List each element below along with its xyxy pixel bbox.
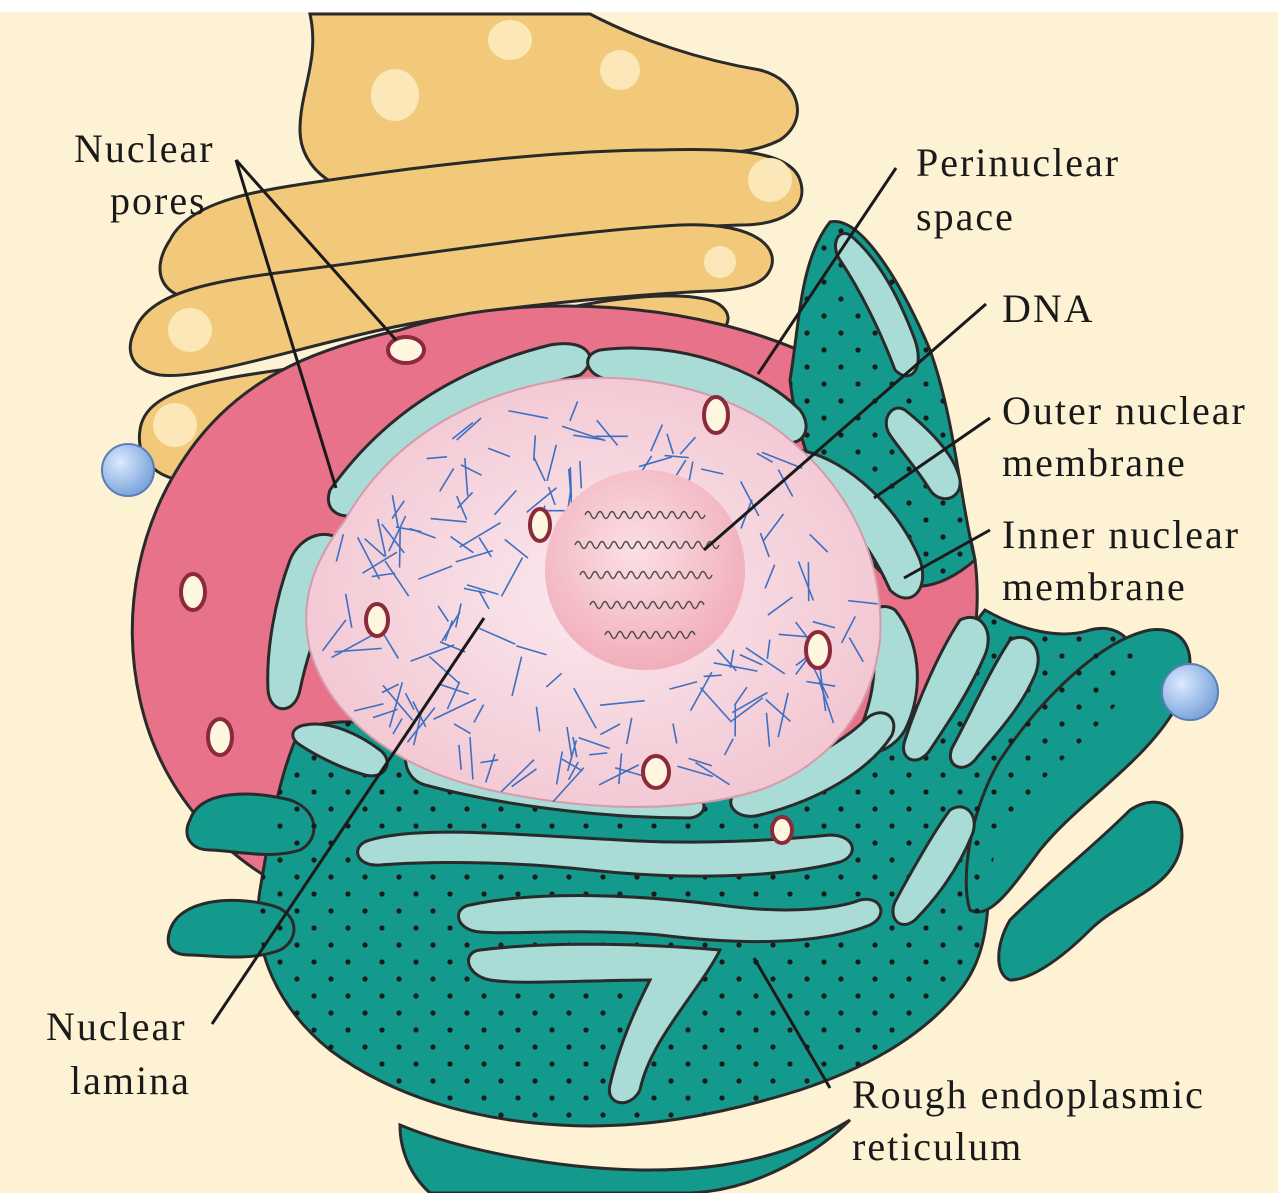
vesicle-right (1162, 664, 1218, 720)
nucleolus (545, 470, 745, 670)
label-dna: DNA (1002, 286, 1095, 331)
vesicle-left (102, 444, 154, 496)
